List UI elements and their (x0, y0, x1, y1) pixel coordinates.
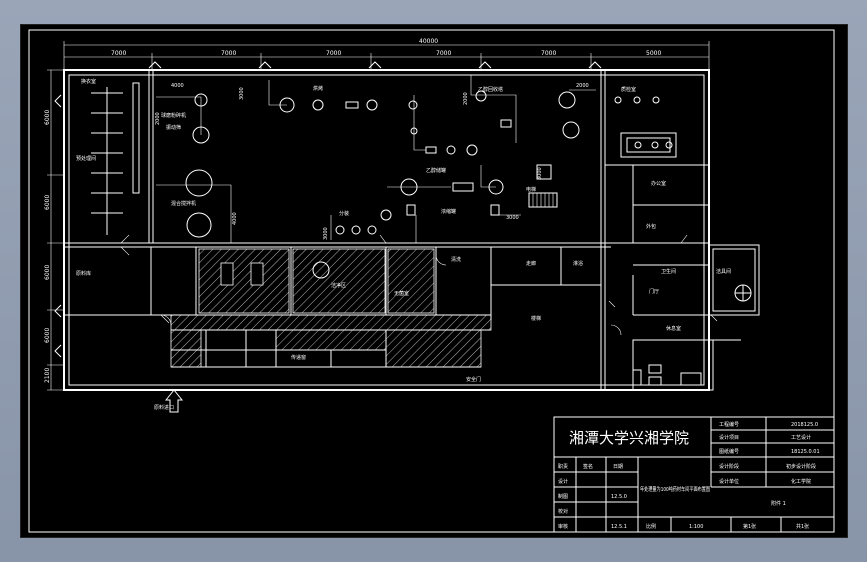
attachment-label: 附件 1 (771, 500, 786, 507)
row-design-role: 设计 (558, 478, 568, 485)
label-quality: 质检室 (621, 86, 636, 93)
inner-dim-8: 2000 (576, 83, 589, 89)
row-check-role: 校对 (558, 508, 568, 515)
scale-label: 比例 (646, 523, 656, 530)
label-hall: 门厅 (649, 288, 659, 295)
exterior-walls (54, 61, 710, 391)
project-value: 2018125.0 (791, 422, 818, 428)
room-labels: 换衣室 预处理间 球磨粉碎机 混合搅拌机 振动筛 烘烤 乙醇回收塔 乙醇储罐 浓… (76, 78, 731, 411)
label-packing: 分装 (339, 210, 349, 217)
project-label: 工程编号 (719, 421, 739, 428)
top-dim-2: 7000 (221, 50, 236, 57)
label-storage-a: 原料库 (76, 270, 91, 277)
inner-dim-4: 3000 (506, 215, 519, 221)
label-mill: 球磨粉碎机 (161, 112, 186, 119)
locker-fixtures (91, 82, 140, 235)
left-dim-5: 2100 (44, 368, 51, 383)
label-mixer: 乙醇回收塔 (478, 86, 503, 93)
row-drafting-date: 12.5.0 (611, 494, 627, 500)
drawing-frame (28, 29, 835, 533)
title-block: 湘潭大学兴湘学院 工程编号 2018125.0 设计项目 工艺设计 图纸编号 1… (553, 416, 835, 533)
label-sieve: 振动筛 (166, 124, 181, 131)
left-dim-3: 6000 (44, 265, 51, 280)
top-dim-4: 7000 (436, 50, 451, 57)
drawing-title: 年处理量为100吨药材车间平面布置图 (640, 485, 710, 493)
design-unit-value: 化工学院 (791, 478, 811, 485)
left-dim-4: 6000 (44, 328, 51, 343)
inner-dim-5: 3000 (323, 227, 329, 240)
label-corridor: 走廊 (526, 260, 536, 267)
label-cleaning: 洁具间 (716, 268, 731, 275)
row-header-name: 签名 (583, 463, 593, 470)
inner-dim-3: 2000 (463, 92, 469, 105)
inner-dim-1: 4000 (171, 83, 184, 89)
door-symbols (120, 234, 718, 336)
inner-dimensions: 4000 3000 2000 3000 3000 4000 3000 2000 … (155, 83, 589, 240)
label-dryer: 混合搅拌机 (171, 200, 196, 207)
design-value: 工艺设计 (791, 434, 811, 441)
toilet-fixtures (632, 364, 702, 386)
design-unit-label: 设计单位 (719, 478, 739, 485)
clean-room-cells (171, 330, 387, 367)
school-name: 湘潭大学兴湘学院 (569, 429, 689, 447)
label-entrance: 原料进口 (154, 404, 174, 411)
drawing-no-value: 18125.0.01 (791, 449, 820, 455)
row-header-role: 职责 (558, 463, 568, 470)
total-label: 共1张 (796, 523, 809, 530)
label-stairs: 楼梯 (531, 315, 541, 322)
hatched-clean-zone (170, 248, 492, 368)
inner-dim-7: 3000 (537, 167, 543, 180)
row-approve-role: 审核 (558, 523, 568, 530)
stair-symbol (528, 192, 558, 208)
row-header-date: 日期 (613, 464, 623, 470)
floor-plan-drawing: 40000 7000 7000 7000 7000 7000 5000 6000… (28, 29, 835, 533)
label-shower: 淋浴 (573, 260, 583, 267)
scale-value: 1:100 (689, 524, 703, 530)
left-dim-1: 6000 (44, 110, 51, 125)
drawing-no-label: 图纸编号 (719, 448, 739, 455)
inner-dim-2: 3000 (239, 87, 245, 100)
process-pipelines (156, 75, 596, 243)
design-stage-label: 设计阶段 (719, 463, 739, 470)
top-dim-6: 5000 (646, 50, 661, 57)
sheet-label: 第1张 (743, 523, 756, 530)
process-equipment (185, 90, 677, 279)
label-locker: 换衣室 (81, 78, 96, 85)
inner-dim-6: 4000 (232, 212, 238, 225)
top-dimension-chain: 40000 7000 7000 7000 7000 7000 5000 (63, 38, 710, 70)
row-approve-date: 12.5.1 (611, 524, 627, 530)
top-dim-5: 7000 (541, 50, 556, 57)
left-dim-2: 6000 (44, 195, 51, 210)
top-dim-1: 7000 (111, 50, 126, 57)
label-tank2: 浓缩罐 (441, 208, 456, 215)
label-toilet: 卫生间 (661, 268, 676, 275)
label-hatch: 传递窗 (291, 354, 306, 361)
cad-model-space[interactable]: 40000 7000 7000 7000 7000 7000 5000 6000… (20, 24, 848, 538)
top-dim-3: 7000 (326, 50, 341, 57)
label-elevator: 电梯 (526, 186, 536, 193)
label-wash: 清洗 (451, 256, 461, 263)
label-sterile: 无菌室 (394, 290, 409, 297)
inner-dim-9: 2000 (155, 112, 161, 125)
label-exit: 安全门 (466, 376, 481, 383)
label-oven: 烘烤 (313, 85, 323, 92)
row-drafting-role: 制图 (558, 493, 568, 500)
label-lounge: 休息室 (666, 325, 681, 332)
label-storage-b: 外包 (646, 223, 656, 230)
entrance-arrow[interactable] (164, 389, 184, 413)
left-dimension-chain: 6000 6000 6000 6000 2100 (44, 69, 65, 391)
annex-structure (632, 244, 760, 391)
label-clean-area: 洁净区 (331, 282, 346, 289)
label-office: 办公室 (651, 180, 666, 187)
overall-dimension-label: 40000 (419, 38, 438, 45)
design-label: 设计项目 (719, 434, 739, 441)
label-tank1: 乙醇储罐 (426, 167, 446, 174)
design-stage-value: 初步设计阶段 (786, 463, 816, 470)
label-pretreatment: 预处理间 (76, 155, 96, 162)
